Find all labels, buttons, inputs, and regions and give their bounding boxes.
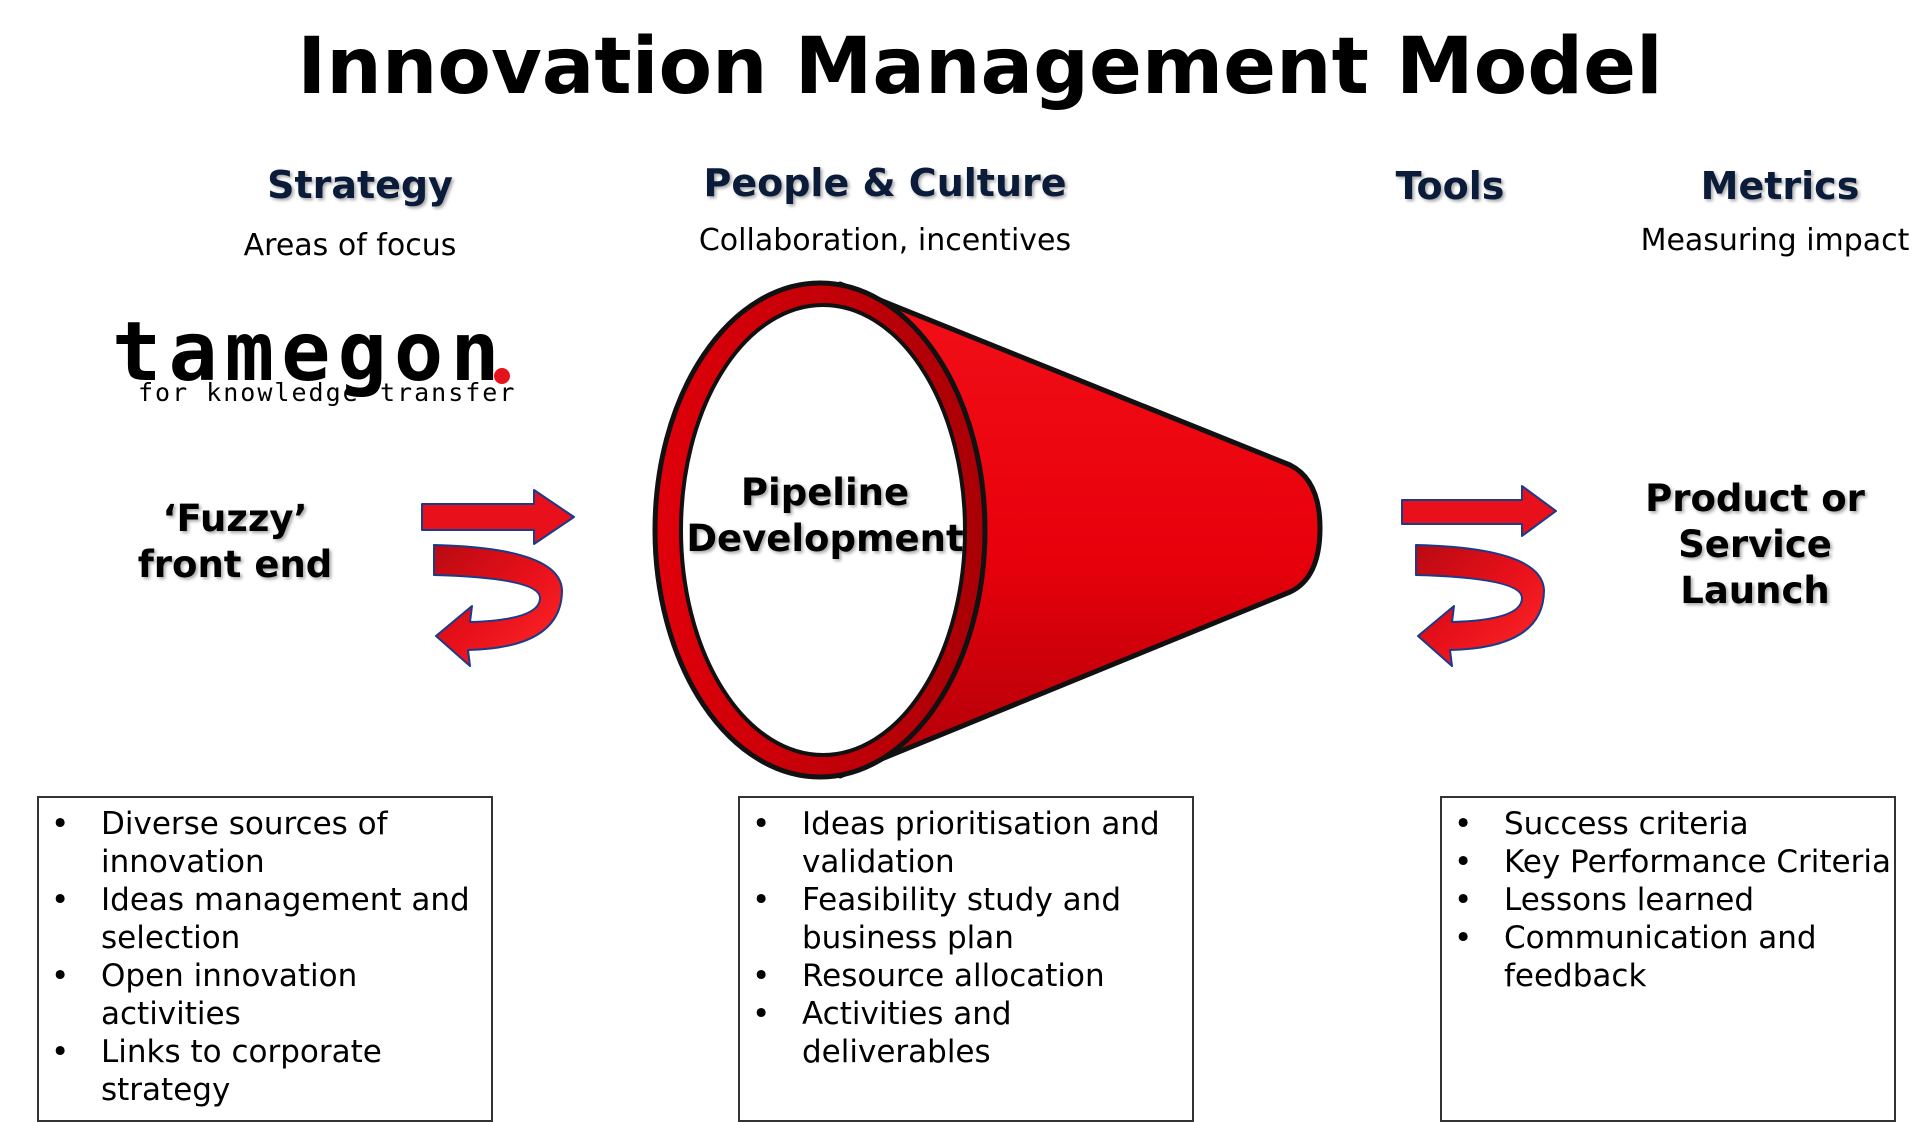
product-launch-label: Product or Service Launch — [1645, 477, 1865, 612]
right-forward-arrow — [1401, 485, 1557, 537]
list-item: •Resource allocation — [752, 958, 1105, 994]
metrics-heading: Metrics — [1700, 164, 1860, 208]
metrics-subheading: Measuring impact — [1640, 223, 1910, 258]
tamegon-logo: tamegon for knowledge transfer — [112, 312, 532, 412]
logo-wordmark: tamegon — [112, 305, 507, 400]
fuzzy-front-end-label: ‘Fuzzy’ front end — [137, 497, 333, 586]
people-culture-heading: People & Culture — [703, 161, 1067, 205]
list-item: •Lessons learned — [1454, 882, 1754, 918]
pipeline-development-label: Pipeline Development — [686, 471, 964, 560]
logo-dot — [494, 368, 510, 384]
metrics-list: •Success criteria •Key Performance Crite… — [1442, 805, 1894, 995]
strategy-subheading: Areas of focus — [243, 228, 457, 263]
tools-heading: Tools — [1395, 164, 1505, 208]
logo-tagline-left: for knowledge — [138, 378, 360, 407]
left-forward-arrow — [421, 489, 575, 545]
list-item: •Success criteria — [1454, 806, 1749, 842]
funnel-opening — [679, 303, 967, 757]
right-return-arrow — [1415, 544, 1545, 667]
logo-tagline-right: transfer — [380, 378, 517, 407]
page-title: Innovation Management Model — [297, 22, 1663, 112]
people-culture-subheading: Collaboration, incentives — [698, 223, 1072, 258]
strategy-heading: Strategy — [267, 163, 453, 207]
list-item: •Key Performance Criteria — [1454, 844, 1891, 880]
metrics-list-box: •Success criteria •Key Performance Crite… — [1440, 796, 1896, 1122]
left-return-arrow — [433, 544, 563, 667]
